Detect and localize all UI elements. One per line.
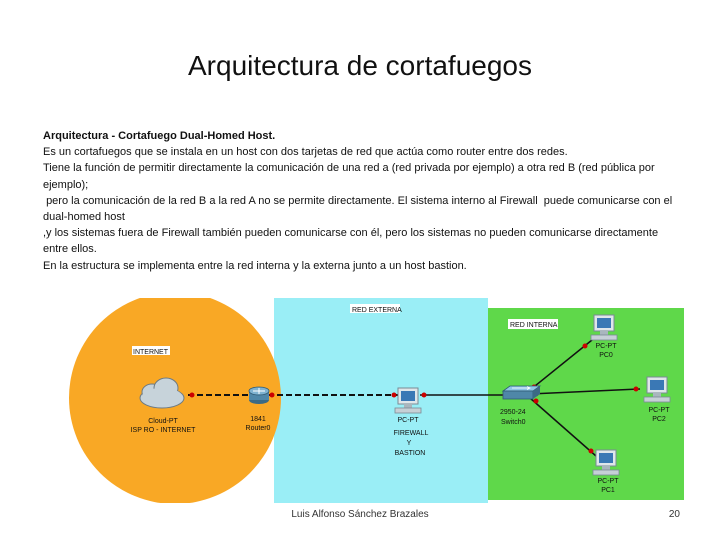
body-paragraph: ,y los sistemas fuera de Firewall tambié… (43, 227, 662, 256)
red-externa-label-bg (350, 304, 400, 313)
internet-label: INTERNET (133, 349, 169, 356)
switch-label: Switch0 (501, 419, 526, 426)
cloud-label: ISP RO - INTERNET (131, 427, 197, 434)
body-paragraph: Tiene la función de permitir directament… (43, 162, 658, 191)
pc2-label: PC2 (652, 416, 666, 423)
internet-label-bg (132, 346, 170, 355)
footer-author: Luis Alfonso Sánchez Brazales (291, 509, 429, 520)
firewall-label: FIREWALL (394, 430, 429, 437)
slide-title: Arquitectura de cortafuegos (188, 50, 532, 81)
body-paragraph: En la estructura se implementa entre la … (43, 259, 467, 272)
internal-network-zone (488, 308, 684, 500)
red-interna-label-bg (508, 319, 558, 329)
pc1-icon (592, 449, 620, 476)
switch-label: 2950-24 (500, 409, 526, 416)
page-number: 20 (668, 509, 680, 520)
switch-pc1-link (529, 397, 597, 457)
body-paragraph: Es un cortafuegos que se instala en un h… (43, 146, 568, 159)
switch-pc2-link (529, 388, 641, 395)
firewall-label: BASTION (395, 450, 426, 457)
body-heading: Arquitectura - Cortafuego Dual-Homed Hos… (43, 130, 276, 142)
router-icon (248, 386, 270, 404)
switch-pc0-link (529, 339, 593, 391)
network-diagram: INTERNET RED EXTERNA RED INTERNA (0, 292, 720, 504)
pc0-label: PC-PT (596, 343, 618, 350)
pc0-label: PC0 (599, 352, 613, 359)
router-label: 1841 (250, 416, 266, 423)
cloud-icon (139, 377, 185, 409)
firewall-pc-icon (394, 387, 422, 414)
network-diagram-svg: INTERNET RED EXTERNA RED INTERNA (69, 292, 684, 504)
firewall-label: Y (407, 440, 412, 447)
pc2-icon (643, 376, 671, 403)
pc2-label: PC-PT (649, 407, 671, 414)
red-interna-label: RED INTERNA (510, 322, 558, 329)
switch-icon (501, 385, 542, 400)
router-label: Router0 (246, 425, 271, 432)
firewall-label: PC-PT (398, 417, 420, 424)
external-network-zone (274, 298, 488, 503)
body-text: Arquitectura - Cortafuego Dual-Homed Hos… (43, 128, 673, 274)
pc1-label: PC1 (601, 487, 615, 494)
pc0-icon (590, 314, 618, 341)
body-paragraph: pero la comunicación de la red B a la re… (43, 194, 676, 224)
red-externa-label: RED EXTERNA (352, 307, 402, 314)
cloud-label: Cloud-PT (148, 418, 178, 425)
pc1-label: PC-PT (598, 478, 620, 485)
